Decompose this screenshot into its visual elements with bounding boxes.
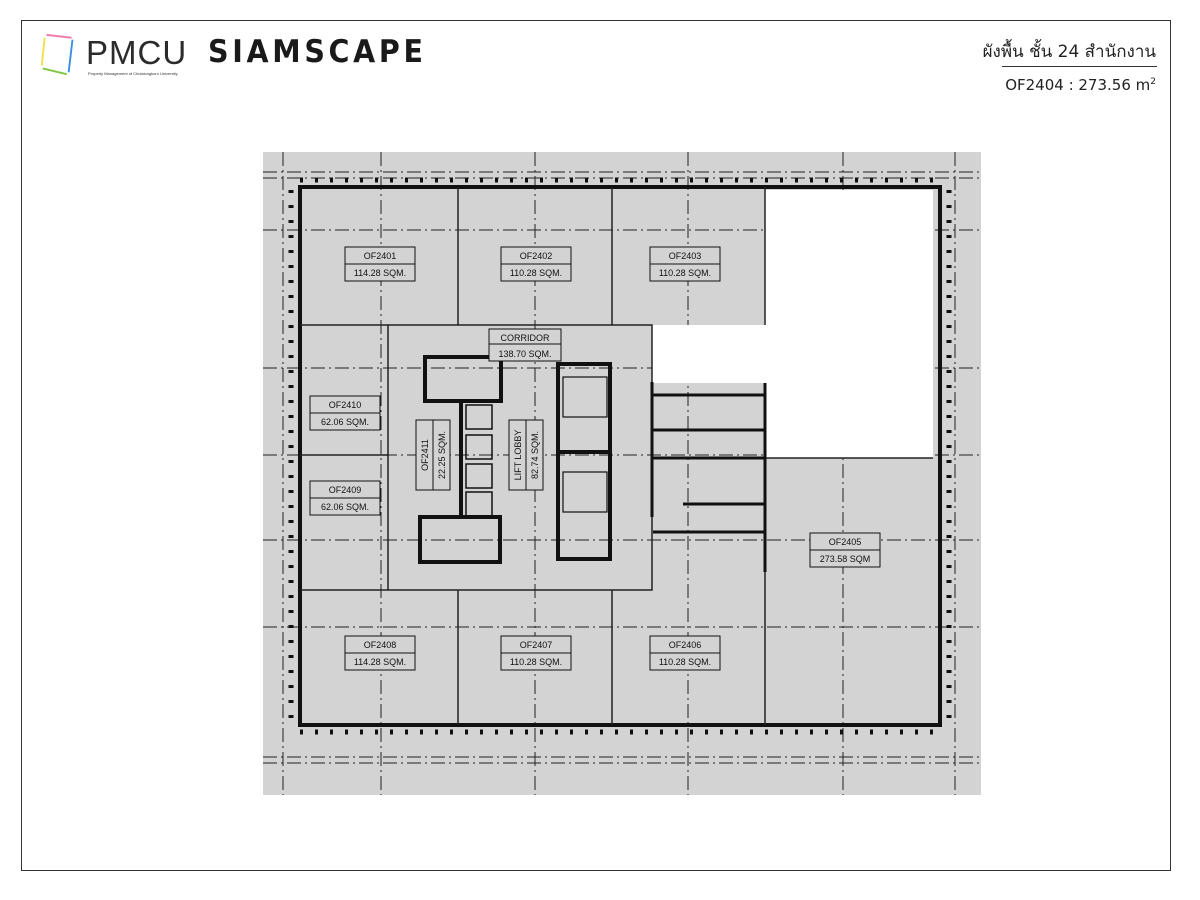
siamscape-brand: SIAMSCAPE (208, 34, 427, 70)
unit-area-text: OF2404 : 273.56 m (1005, 76, 1151, 94)
room-id: OF2406 (669, 640, 702, 650)
of2411-area: 22.25 SQM. (437, 431, 447, 479)
room-id: OF2405 (829, 537, 862, 547)
page-title: ผังพื้น ชั้น 24 สำนักงาน (982, 42, 1156, 62)
room-id: OF2402 (520, 251, 553, 261)
corridor-area: 138.70 SQM. (498, 349, 551, 359)
facade-mullions (288, 177, 952, 735)
room-id: OF2407 (520, 640, 553, 650)
room-label-of2402: OF2402 110.28 SQM. (500, 246, 572, 282)
room-area: 114.28 SQM. (354, 657, 406, 667)
room-id: OF2410 (329, 400, 362, 410)
room-area: 273.58 SQM (820, 554, 871, 564)
room-label-of2409: OF2409 62.06 SQM. (309, 480, 381, 516)
unit-area: OF2404 : 273.56 m2 (1005, 76, 1156, 94)
room-label-of2403: OF2403 110.28 SQM. (649, 246, 721, 282)
room-id: OF2408 (364, 640, 397, 650)
room-area: 114.28 SQM. (354, 268, 406, 278)
lift-lobby-label: LIFT LOBBY 82.74 SQM. (508, 419, 544, 491)
room-area: 110.28 SQM. (659, 657, 711, 667)
room-area: 110.28 SQM. (510, 268, 562, 278)
room-label-of2410: OF2410 62.06 SQM. (309, 395, 381, 431)
room-label-of2401: OF2401 114.28 SQM. (344, 246, 416, 282)
corridor-label: CORRIDOR 138.70 SQM. (488, 328, 562, 362)
corridor-name: CORRIDOR (501, 333, 550, 343)
outer-wall (298, 185, 942, 727)
stairs (562, 376, 608, 513)
of2411-label: OF2411 22.25 SQM. (415, 419, 451, 491)
page-frame (21, 20, 1171, 871)
room-area: 110.28 SQM. (659, 268, 711, 278)
unit-area-sup: 2 (1150, 77, 1156, 87)
room-id: OF2401 (364, 251, 397, 261)
room-label-of2405: OF2405 273.58 SQM (809, 532, 881, 568)
of2404-highlight (652, 190, 933, 458)
room-label-of2406: OF2406 110.28 SQM. (649, 635, 721, 671)
lift-cars (465, 404, 493, 517)
title-divider (1002, 66, 1157, 67)
pmcu-tagline: Property Management of Chulalongkorn Uni… (88, 71, 178, 76)
room-area: 110.28 SQM. (510, 657, 562, 667)
lift-lobby-name: LIFT LOBBY (513, 430, 523, 481)
pmcu-brand: PMCU (86, 34, 188, 71)
lift-lobby-area: 82.74 SQM. (530, 431, 540, 479)
pmcu-logo-icon (40, 33, 74, 76)
room-label-of2408: OF2408 114.28 SQM. (344, 635, 416, 671)
room-area: 62.06 SQM. (321, 417, 369, 427)
toilet-stalls (653, 393, 765, 534)
room-id: OF2403 (669, 251, 702, 261)
room-area: 62.06 SQM. (321, 502, 369, 512)
building-core (418, 355, 767, 572)
of2411-name: OF2411 (420, 439, 430, 471)
room-label-of2407: OF2407 110.28 SQM. (500, 635, 572, 671)
room-id: OF2409 (329, 485, 362, 495)
